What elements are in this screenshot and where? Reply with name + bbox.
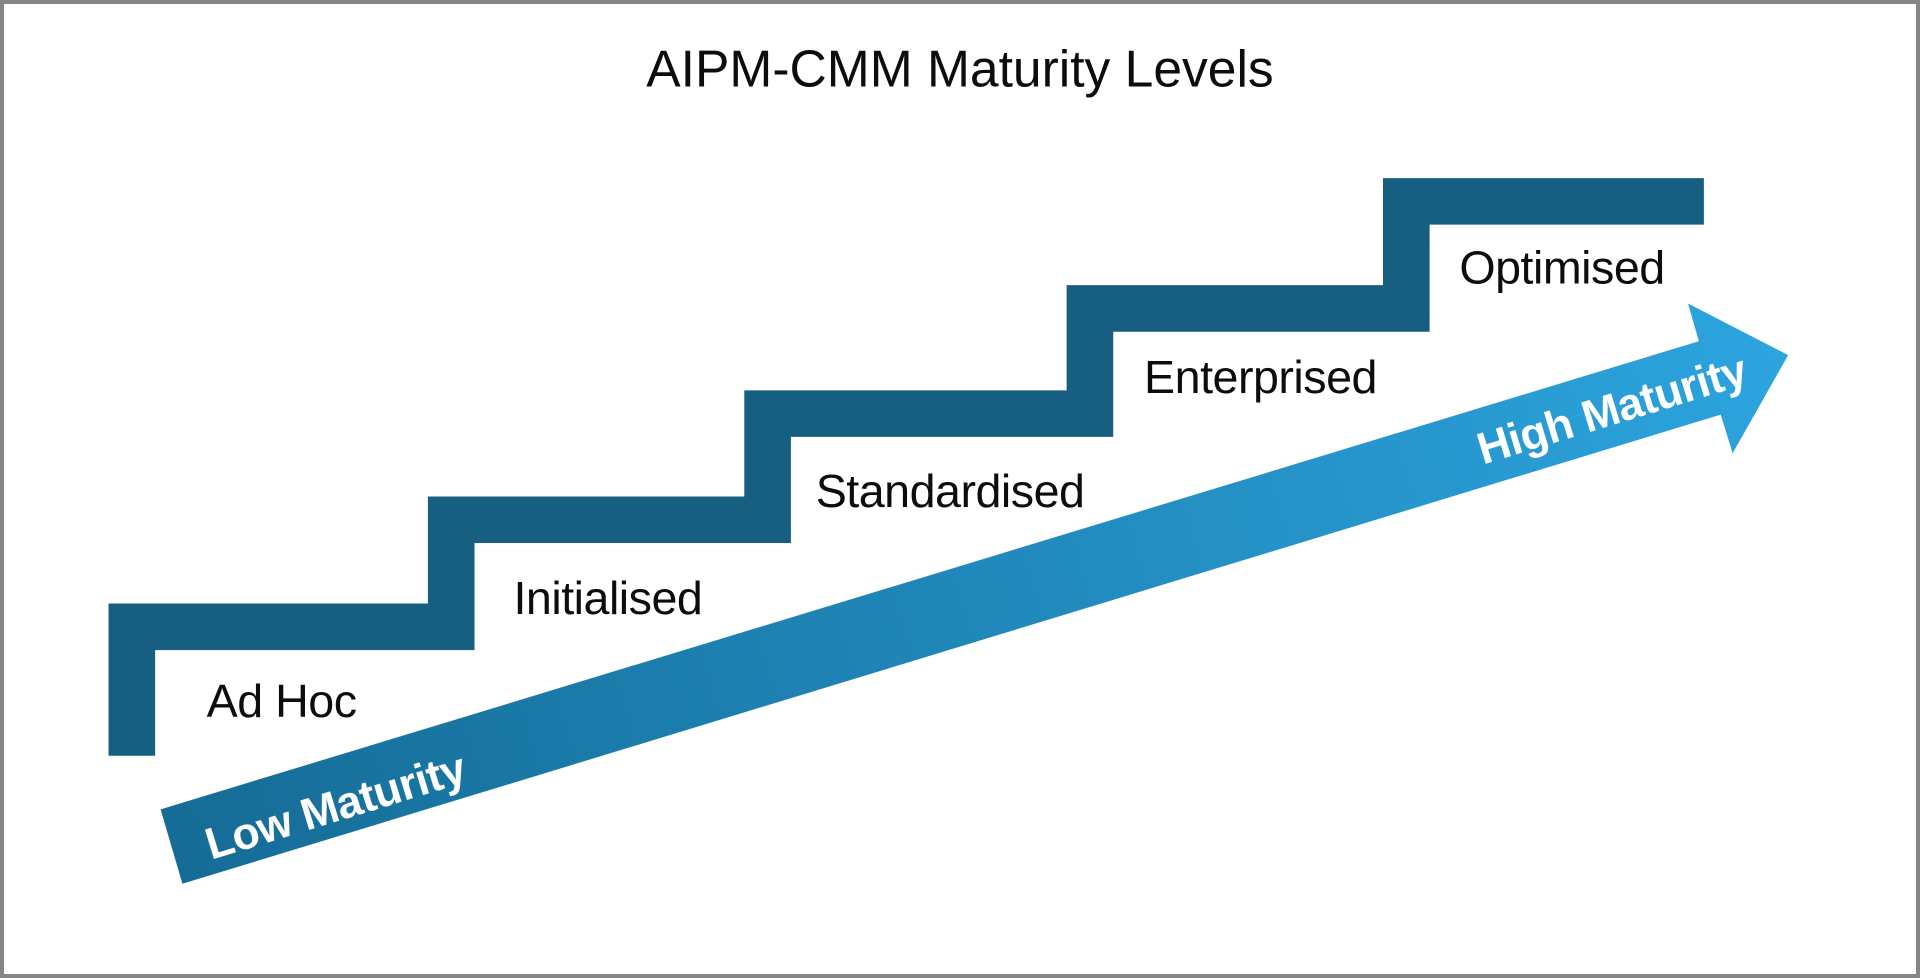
step-label-optimised: Optimised <box>1459 242 1664 294</box>
staircase-steps-shape <box>108 178 1704 756</box>
maturity-arrow-shape <box>160 303 1789 884</box>
step-label-standardised: Standardised <box>816 465 1085 517</box>
maturity-staircase-diagram: AIPM-CMM Maturity Levels Ad Hoc Initiali… <box>108 39 1789 884</box>
step-label-enterprised: Enterprised <box>1144 351 1377 403</box>
step-label-initialised: Initialised <box>513 572 702 624</box>
step-label-ad-hoc: Ad Hoc <box>207 675 357 727</box>
diagram-title: AIPM-CMM Maturity Levels <box>646 39 1273 97</box>
